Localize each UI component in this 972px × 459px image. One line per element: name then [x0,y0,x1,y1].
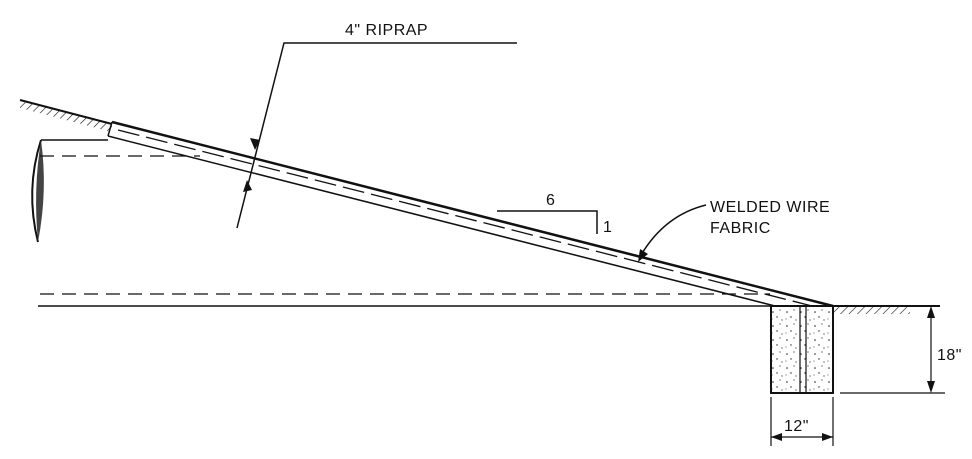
welded-wire-fabric-line [117,129,821,309]
slope-run-label: 6 [546,192,555,209]
concrete-toe-wall [770,305,834,394]
left-cut-section [31,139,108,243]
upper-ground-surface [19,99,113,132]
riprap-leader [236,42,517,229]
riprap-layer [107,120,834,308]
lower-ground-surface [832,305,940,314]
height-dimension [840,306,945,394]
welded-wire-label-line2: FABRIC [710,220,771,237]
width-dimension-label: 12" [784,418,809,435]
width-dimension [770,397,834,446]
riprap-label: 4" RIPRAP [345,22,428,39]
slope-indicator [497,210,598,234]
height-dimension-label: 18" [937,347,962,364]
welded-wire-leader [638,204,707,262]
slope-rise-label: 1 [603,219,612,236]
welded-wire-label-line1: WELDED WIRE [710,199,830,216]
